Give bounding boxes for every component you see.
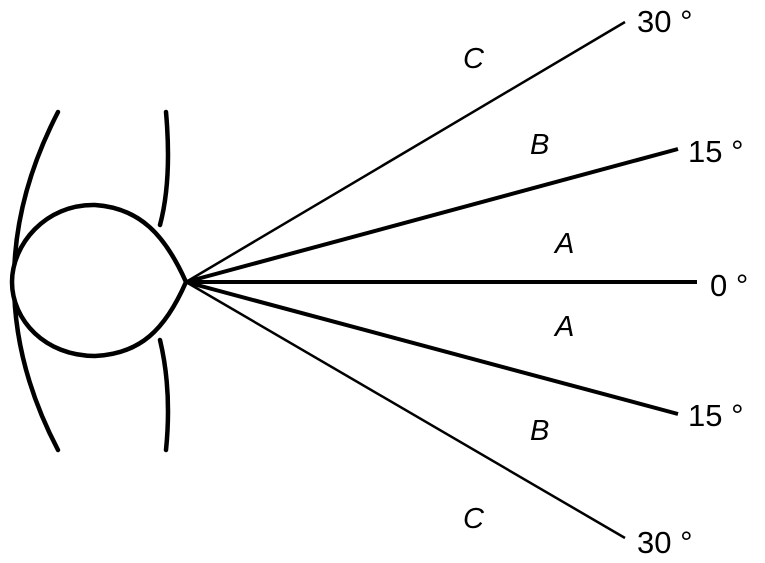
angle-label-lower-30: 30 ° [637,525,693,560]
ray-upper-30 [185,20,626,284]
ray-lower-30 [185,280,626,540]
zone-label-upper-a: A [555,228,575,260]
zone-label-lower-b: B [530,415,550,447]
zone-label-lower-c: C [463,503,484,535]
angle-label-upper-15: 15 ° [688,134,744,169]
angle-label-center-0: 0 ° [710,268,749,303]
zone-label-upper-c: C [463,43,484,75]
ray-upper-15 [185,147,679,284]
ray-lower-15 [185,280,679,416]
inner-curve-upper [157,109,171,228]
angle-label-upper-30: 30 ° [637,4,693,39]
inner-curve-lower [157,337,171,453]
angle-label-lower-15: 15 ° [688,398,744,433]
source-droplet [9,202,189,359]
zone-label-lower-a: A [555,311,575,343]
zone-label-upper-b: B [530,129,550,161]
